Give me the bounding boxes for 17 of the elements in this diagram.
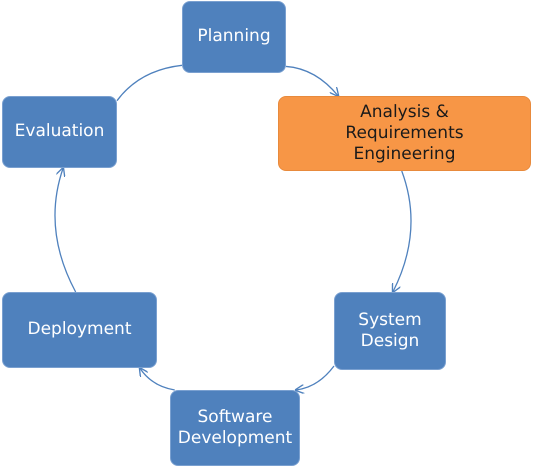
arrow: [294, 366, 335, 394]
box-label: System Design: [357, 310, 423, 352]
box-label: Analysis & Requirements Engineering: [344, 102, 465, 166]
process-box: [170, 390, 300, 466]
box-label: Software Development: [176, 406, 294, 450]
process-box: [2, 96, 117, 168]
process-box: [2, 292, 157, 368]
process-box: [278, 96, 531, 171]
arrow: [54, 166, 76, 292]
box-label: Deployment: [28, 319, 132, 341]
arrow: [286, 66, 340, 98]
arrow: [392, 170, 412, 294]
arrow: [138, 366, 175, 391]
process-box: [334, 292, 446, 370]
box-label: Evaluation: [14, 121, 104, 143]
process-box: [182, 1, 286, 73]
box-label: Planning: [197, 26, 271, 48]
